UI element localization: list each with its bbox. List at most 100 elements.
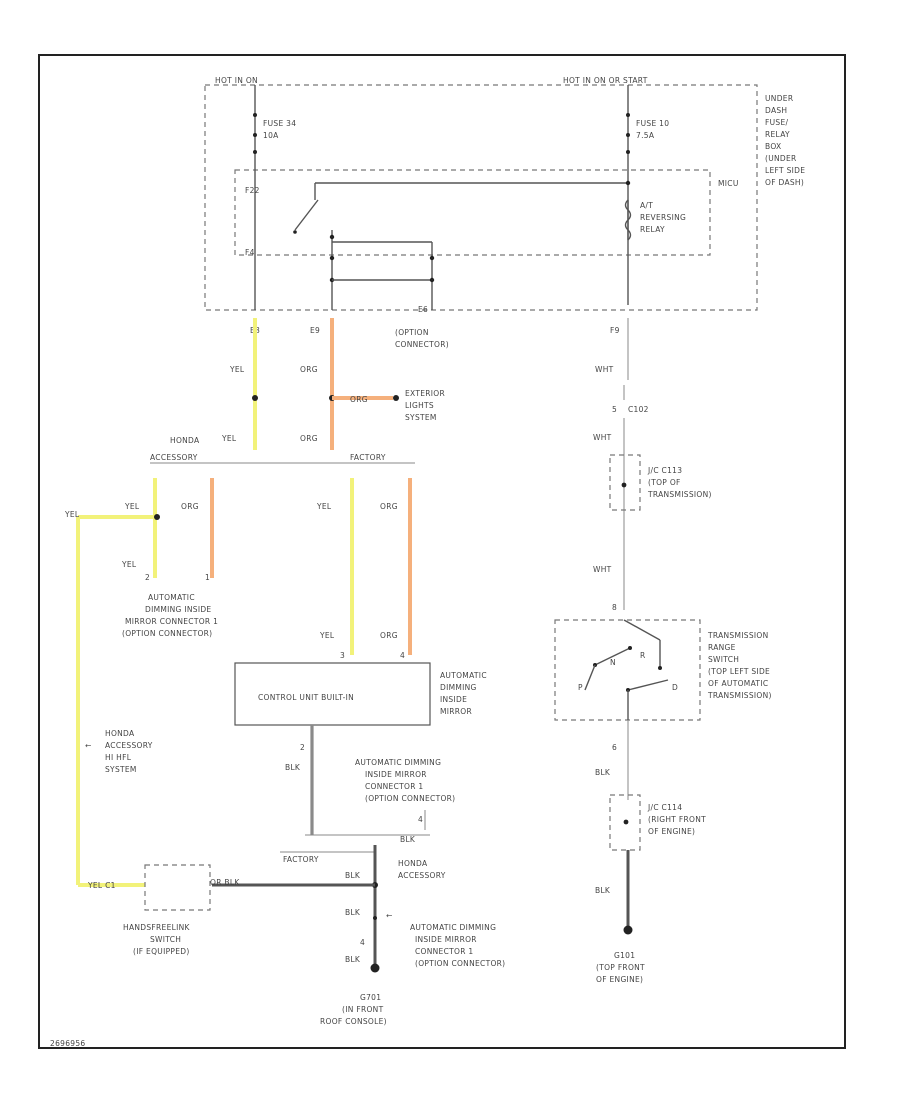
yel-label-6: YEL xyxy=(316,502,332,511)
yel-label-3: YEL xyxy=(124,502,140,511)
svg-text:AUTOMATIC DIMMING: AUTOMATIC DIMMING xyxy=(355,758,441,767)
yel-label-2: YEL xyxy=(221,434,237,443)
figure-id: 2696956 xyxy=(50,1039,86,1048)
svg-text:AUTOMATIC DIMMING: AUTOMATIC DIMMING xyxy=(410,923,496,932)
svg-text:7.5A: 7.5A xyxy=(636,131,655,140)
svg-text:AUTOMATIC: AUTOMATIC xyxy=(440,671,487,680)
svg-text:(OPTION CONNECTOR): (OPTION CONNECTOR) xyxy=(122,629,212,638)
svg-text:INSIDE: INSIDE xyxy=(440,695,467,704)
ground-g101 xyxy=(623,925,633,935)
svg-text:G101: G101 xyxy=(614,951,635,960)
pin-6-label: 6 xyxy=(612,743,617,752)
pin-e9-label: E9 xyxy=(310,326,320,335)
svg-text:HONDA: HONDA xyxy=(170,436,200,445)
svg-text:(OPTION CONNECTOR): (OPTION CONNECTOR) xyxy=(365,794,455,803)
factory-label-bottom: FACTORY xyxy=(283,855,319,864)
svg-text:LIGHTS: LIGHTS xyxy=(405,401,434,410)
org-label-4: ORG xyxy=(380,502,398,511)
under-dash-box-label: UNDER DASH FUSE/ RELAY BOX (UNDER LEFT S… xyxy=(765,94,805,187)
fuse-10-label: FUSE 10 7.5A xyxy=(636,119,669,140)
yel-c1-label: YEL C1 xyxy=(87,881,116,890)
svg-text:RELAY: RELAY xyxy=(765,130,790,139)
wht-label-3: WHT xyxy=(593,565,612,574)
yel-label-1: YEL xyxy=(229,365,245,374)
svg-text:(IN FRONT: (IN FRONT xyxy=(342,1005,384,1014)
control-unit-label: CONTROL UNIT BUILT-IN xyxy=(258,693,354,702)
option-connector-label: (OPTION CONNECTOR) xyxy=(395,328,449,349)
org-label-1: ORG xyxy=(300,365,318,374)
svg-text:OF ENGINE): OF ENGINE) xyxy=(596,975,643,984)
jc-c113-label: J/C C113 (TOP OF TRANSMISSION) xyxy=(647,466,712,499)
blk-label-7: BLK xyxy=(595,886,611,895)
svg-text:(UNDER: (UNDER xyxy=(765,154,797,163)
blk-label-5: BLK xyxy=(345,955,361,964)
pin-1-label: 1 xyxy=(205,573,210,582)
at-reversing-relay-label: A/T REVERSING RELAY xyxy=(640,201,686,234)
arrow-b: ← xyxy=(85,741,92,750)
svg-text:RANGE: RANGE xyxy=(708,643,736,652)
mirror-connector-2-label: AUTOMATIC DIMMING INSIDE MIRROR CONNECTO… xyxy=(355,758,455,803)
svg-text:DIMMING: DIMMING xyxy=(440,683,477,692)
svg-text:FUSE 10: FUSE 10 xyxy=(636,119,669,128)
fuse-34-label: FUSE 34 10A xyxy=(263,119,296,140)
svg-text:MIRROR: MIRROR xyxy=(440,707,472,716)
svg-text:10A: 10A xyxy=(263,131,279,140)
switch-n-label: N xyxy=(610,658,616,667)
g101-label: G101 (TOP FRONT OF ENGINE) xyxy=(596,951,645,984)
hot-in-on-label: HOT IN ON xyxy=(215,76,258,85)
svg-text:REVERSING: REVERSING xyxy=(640,213,686,222)
pin-4-label: 4 xyxy=(400,651,405,660)
svg-text:OF ENGINE): OF ENGINE) xyxy=(648,827,695,836)
jc-c114-box xyxy=(609,794,641,851)
pin-3-label: 3 xyxy=(340,651,345,660)
honda-accessory-top-label: HONDA ACCESSORY xyxy=(150,436,200,462)
wht-label-1: WHT xyxy=(595,365,614,374)
svg-text:J/C C114: J/C C114 xyxy=(647,803,682,812)
svg-text:DASH: DASH xyxy=(765,106,787,115)
svg-text:AUTOMATIC: AUTOMATIC xyxy=(148,593,195,602)
control-unit-box xyxy=(234,662,431,726)
switch-r-label: R xyxy=(640,651,646,660)
blk-label-6: BLK xyxy=(595,768,611,777)
svg-text:LEFT SIDE: LEFT SIDE xyxy=(765,166,805,175)
svg-text:J/C C113: J/C C113 xyxy=(647,466,682,475)
svg-text:BOX: BOX xyxy=(765,142,781,151)
svg-text:SWITCH: SWITCH xyxy=(708,655,739,664)
auto-dimming-mirror-label: AUTOMATIC DIMMING INSIDE MIRROR xyxy=(440,671,487,716)
svg-text:HONDA: HONDA xyxy=(398,859,428,868)
honda-accessory-hfl-label: HONDA ACCESSORY HI HFL SYSTEM xyxy=(105,729,153,774)
svg-text:(RIGHT FRONT: (RIGHT FRONT xyxy=(648,815,706,824)
mirror-connector-3-label: AUTOMATIC DIMMING INSIDE MIRROR CONNECTO… xyxy=(410,923,505,968)
svg-text:ACCESSORY: ACCESSORY xyxy=(105,741,153,750)
svg-text:ACCESSORY: ACCESSORY xyxy=(398,871,446,880)
svg-text:TRANSMISSION: TRANSMISSION xyxy=(707,631,769,640)
svg-text:(TOP FRONT: (TOP FRONT xyxy=(596,963,645,972)
svg-text:OF DASH): OF DASH) xyxy=(765,178,804,187)
svg-text:MIRROR CONNECTOR 1: MIRROR CONNECTOR 1 xyxy=(125,617,218,626)
honda-accessory-bottom-label: HONDA ACCESSORY xyxy=(398,859,446,880)
blk-label-4: BLK xyxy=(345,908,361,917)
switch-p-label: P xyxy=(578,683,583,692)
svg-text:(OPTION CONNECTOR): (OPTION CONNECTOR) xyxy=(415,959,505,968)
jc-c113-box xyxy=(609,454,641,511)
switch-d-label: D xyxy=(672,683,678,692)
svg-text:A/T: A/T xyxy=(640,201,653,210)
yel-label-7: YEL xyxy=(319,631,335,640)
wht-label-2: WHT xyxy=(593,433,612,442)
svg-text:INSIDE MIRROR: INSIDE MIRROR xyxy=(365,770,427,779)
pin-e6-label: E6 xyxy=(418,305,428,314)
exterior-lights-label: EXTERIOR LIGHTS SYSTEM xyxy=(405,389,445,422)
svg-text:TRANSMISSION): TRANSMISSION) xyxy=(647,490,712,499)
arrow-a: ← xyxy=(386,911,393,920)
blk-label-1: BLK xyxy=(285,763,301,772)
svg-text:HANDSFREELINK: HANDSFREELINK xyxy=(123,923,191,932)
svg-text:DIMMING INSIDE: DIMMING INSIDE xyxy=(145,605,211,614)
pin-5-label: 5 xyxy=(612,405,617,414)
pin-8-label: 8 xyxy=(612,603,617,612)
transmission-range-switch-label: TRANSMISSION RANGE SWITCH (TOP LEFT SIDE… xyxy=(707,631,771,700)
blk-label-3: BLK xyxy=(345,871,361,880)
ground-g701 xyxy=(370,963,380,973)
pin-2-cu-label: 2 xyxy=(300,743,305,752)
svg-text:INSIDE MIRROR: INSIDE MIRROR xyxy=(415,935,477,944)
yel-label-5: YEL xyxy=(121,560,137,569)
